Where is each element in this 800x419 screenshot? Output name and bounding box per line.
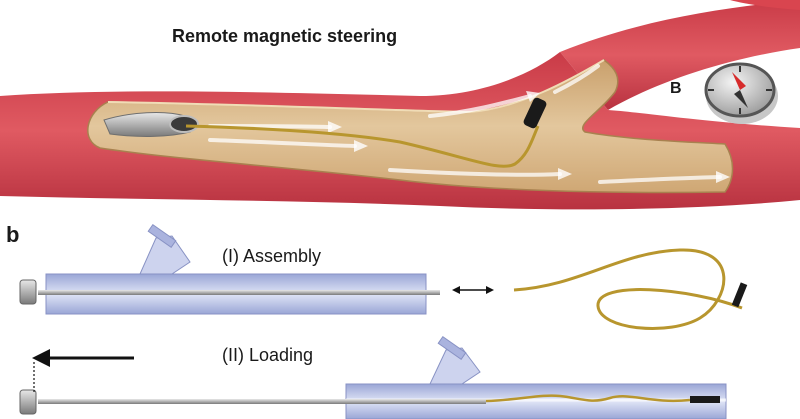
loaded-guidewire <box>485 394 691 403</box>
compass-icon <box>704 62 778 124</box>
panel-b-label: b <box>6 222 20 247</box>
assembly-illustration <box>19 223 748 330</box>
loose-guidewire-magnet <box>731 282 748 308</box>
assembly-y-port <box>139 235 191 275</box>
loose-guidewire <box>513 248 743 330</box>
vessel-corner <box>730 0 800 10</box>
loading-y-port <box>429 347 481 385</box>
vessel-upper-branch <box>560 0 800 110</box>
double-arrow-icon <box>452 286 494 294</box>
loaded-guidewire-magnet <box>690 396 720 403</box>
assembly-needle-hub <box>19 279 37 305</box>
flow-arrows <box>208 64 722 184</box>
left-arrow-icon <box>32 349 134 392</box>
magnetic-field-label: B <box>670 80 682 97</box>
vessel-rim <box>107 59 605 114</box>
guidewire <box>185 124 540 168</box>
panel-title: Remote magnetic steering <box>172 26 398 46</box>
loading-needle <box>38 399 486 404</box>
loading-illustration <box>19 335 727 419</box>
assembly-needle <box>38 290 440 295</box>
assembly-label: (I) Assembly <box>222 246 322 266</box>
needle-opening <box>169 115 199 133</box>
vessel-illustration <box>0 0 800 210</box>
magnetic-tip <box>523 97 547 129</box>
loading-label: (II) Loading <box>222 345 314 365</box>
flow-arrowheads <box>328 91 730 183</box>
loading-needle-hub <box>19 389 37 415</box>
